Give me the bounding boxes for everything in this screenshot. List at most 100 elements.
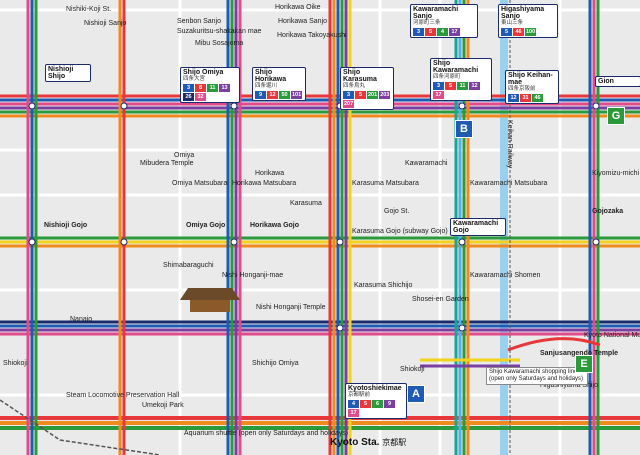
- stop-title: Shijo Omiya: [183, 69, 224, 76]
- route-chip: 26: [183, 93, 194, 101]
- label-nishi-honganji: Nishi Honganji Temple: [256, 304, 326, 311]
- route-chip: 31: [520, 94, 531, 102]
- label-horikawa-takoyakushi: Horikawa Takoyakushi: [277, 32, 347, 39]
- label-omiya-matsubara: Omiya Matsubara: [172, 180, 228, 187]
- label-horikawa-oike: Horikawa Oike: [275, 4, 321, 11]
- stop-title: Nishioji Shijo: [48, 66, 74, 80]
- stop-title: Shijo Karasuma: [343, 69, 377, 83]
- route-chip: 9: [255, 91, 266, 99]
- label-umekoji: Umekoji Park: [142, 402, 184, 409]
- stop-title: Shijo Kawaramachi: [433, 60, 479, 74]
- route-chip: 203: [379, 91, 391, 99]
- stop-title: Shijo Horikawa: [255, 69, 287, 83]
- route-chip: 12: [267, 91, 278, 99]
- label-horikawa: Horikawa: [255, 170, 285, 177]
- kyoto-station-jp: 京都駅: [382, 438, 407, 447]
- label-mibudera: Mibudera Temple: [140, 160, 194, 167]
- label-shimabaraguchi: Shimabaraguchi: [163, 262, 214, 269]
- stop-jp: 四条烏丸: [343, 83, 366, 89]
- kyoto-station-label: Kyoto Sta. 京都駅: [330, 437, 406, 448]
- route-chip: 17: [449, 28, 460, 36]
- stop-box-nishioji-shijo[interactable]: Nishioji Shijo: [45, 64, 91, 82]
- route-chip: 4: [437, 28, 448, 36]
- stop-jp: 四条河原町: [433, 74, 461, 80]
- stop-box-shijo-omiya[interactable]: Shijo Omiya 四条大宮 3 8 11 13 26 32: [180, 67, 240, 103]
- label-karasuma-matsubara: Karasuma Matsubara: [352, 180, 419, 187]
- stop-jp: 東山三条: [501, 20, 524, 26]
- route-chip: 5: [501, 28, 512, 36]
- stop-box-shijo-keihan[interactable]: Shijo Keihan-mae 四条京阪前 12 31 46: [505, 70, 559, 104]
- tag-shopping-liner: Shijo Kawaramachi shopping liner (open o…: [486, 367, 588, 385]
- stop-box-kyotoshiekimae[interactable]: Kyotoshiekimae 京都駅前 4 5 6 9 17: [345, 383, 407, 419]
- gate-b-icon[interactable]: B: [455, 120, 473, 138]
- label-kawaramachi: Kawaramachi: [405, 160, 448, 167]
- route-chip: 101: [291, 91, 303, 99]
- stop-jp: 四条堀川: [255, 83, 278, 89]
- route-chip: 3: [183, 84, 194, 92]
- label-sanjusangendo: Sanjusangendo Temple: [540, 350, 619, 357]
- label-gojo: Gojo St.: [384, 208, 410, 215]
- route-chip: 201: [367, 91, 379, 99]
- label-gojozaka: Gojozaka: [592, 208, 624, 215]
- stop-box-higashiyama-sanjo[interactable]: Higashiyama Sanjo 東山三条 5 46 100: [498, 4, 558, 38]
- route-chip: 4: [348, 400, 359, 408]
- label-karasuma: Karasuma: [290, 200, 322, 207]
- route-chip: 3: [433, 82, 444, 90]
- label-keihan: Keihan Railway: [506, 120, 513, 169]
- kyoto-station-name: Kyoto Sta.: [330, 437, 380, 448]
- route-chip: 207: [343, 100, 355, 108]
- gate-g-icon[interactable]: G: [607, 107, 625, 125]
- route-chip: 8: [195, 84, 206, 92]
- label-kawaramachi-matsubara: Kawaramachi Matsubara: [470, 180, 548, 187]
- label-steam-museum: Steam Locomotive Preservation Hall: [66, 392, 180, 399]
- label-higashiyama-shijo: Higashiyama Shijo: [540, 382, 598, 389]
- route-chip: 46: [532, 94, 543, 102]
- label-nishioji-sanjo: Nishioji Sanjo: [84, 20, 127, 27]
- label-nishioji-gojo: Nishioji Gojo: [44, 222, 88, 229]
- stop-title: Kyotoshiekimae: [348, 385, 402, 392]
- label-nishiki: Nishiki-Koji St.: [66, 6, 112, 13]
- stop-title: Kawaramachi Sanjo: [413, 6, 459, 20]
- stop-jp: 京都駅前: [348, 392, 371, 398]
- label-nishi-honganji-mae: Nishi Honganji-mae: [222, 272, 284, 279]
- route-chip: 3: [343, 91, 354, 99]
- route-chip: 5: [445, 82, 456, 90]
- label-horikawa-matsubara: Horikawa Matsubara: [232, 180, 297, 187]
- stop-box-shijo-horikawa[interactable]: Shijo Horikawa 四条堀川 9 12 50 101: [252, 67, 306, 101]
- stop-box-gion[interactable]: Gion: [595, 76, 640, 87]
- route-chip: 12: [508, 94, 519, 102]
- route-chip: 32: [195, 93, 206, 101]
- stop-box-shijo-karasuma[interactable]: Shijo Karasuma 四条烏丸 3 5 201 203 207: [340, 67, 394, 110]
- gate-e-icon[interactable]: E: [575, 355, 593, 373]
- label-aquarium-note: Aquarium shuttle (open only Saturdays an…: [184, 430, 349, 437]
- label-shichijo-omiya: Shichijo Omiya: [252, 360, 299, 367]
- label-shosei-garden: Shosei-en Garden: [412, 296, 469, 303]
- route-chip: 5: [355, 91, 366, 99]
- label-kiyomizu: Kiyomizu-michi: [592, 170, 640, 177]
- stop-box-shijo-kawaramachi[interactable]: Shijo Kawaramachi 四条河原町 3 5 11 12 17: [430, 58, 492, 101]
- label-kawaramachi-shomen: Kawaramachi Shomen: [470, 272, 541, 279]
- label-mibu-sosajoma: Mibu Sosajoma: [195, 40, 244, 47]
- stop-box-kawaramachi-sanjo[interactable]: Kawaramachi Sanjo 河原町三条 3 5 4 17: [410, 4, 478, 38]
- stop-title: Higashiyama Sanjo: [501, 6, 545, 20]
- label-karasuma-shichijo: Karasuma Shichijo: [354, 282, 413, 289]
- stop-jp: 四条大宮: [183, 76, 206, 82]
- stop-box-kawaramachi-gojo[interactable]: Kawaramachi Gojo: [450, 218, 506, 236]
- stop-title: Gion: [598, 78, 614, 85]
- route-chip: 46: [513, 28, 524, 36]
- label-horikawa-sanjo: Horikawa Sanjo: [278, 18, 328, 25]
- stop-title: Shijo Keihan-mae: [508, 72, 553, 86]
- route-chip: 3: [413, 28, 424, 36]
- stop-jp: 河原町三条: [413, 20, 441, 26]
- route-chip: 17: [433, 91, 444, 99]
- gate-a-icon[interactable]: A: [407, 385, 425, 403]
- label-omiya-gojo: Omiya Gojo: [186, 222, 226, 229]
- label-nanajo: Nanajo: [70, 316, 93, 323]
- label-karasuma-gojo: Karasuma Gojo (subway Gojo): [352, 228, 448, 235]
- route-chip: 50: [279, 91, 290, 99]
- route-chip: 9: [384, 400, 395, 408]
- label-suzakuritsu: Suzakuritsu-shakakan mae: [177, 28, 262, 35]
- route-chip: 17: [348, 409, 359, 417]
- label-horikawa-gojo: Horikawa Gojo: [250, 222, 300, 229]
